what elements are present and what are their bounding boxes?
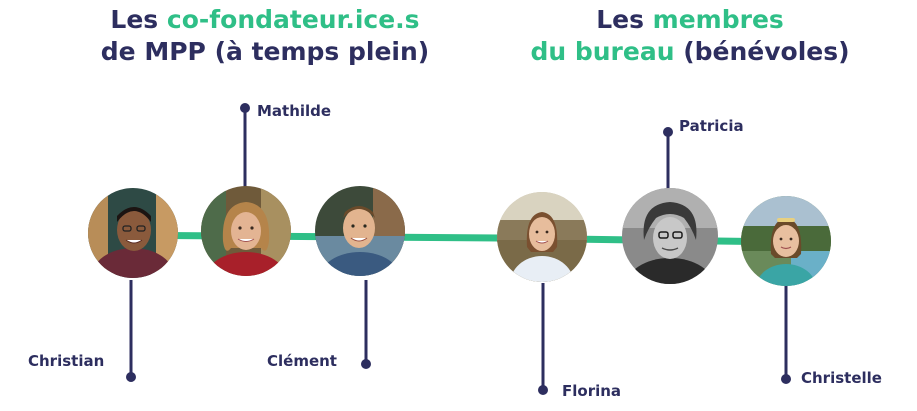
dot-christelle <box>781 374 791 384</box>
dot-mathilde <box>240 103 250 113</box>
avatar-florina <box>497 192 587 282</box>
cofounders-heading: Les co-fondateur.ice.s de MPP (à temps p… <box>80 4 450 68</box>
avatar-patricia <box>622 188 718 284</box>
cofounders-heading-prefix: Les <box>110 5 167 34</box>
dot-christian <box>126 372 136 382</box>
dot-patricia <box>663 127 673 137</box>
avatar-christian <box>88 188 178 278</box>
avatar-clement <box>315 186 405 276</box>
name-clement: Clément <box>267 352 337 370</box>
avatar-christelle <box>741 196 831 286</box>
board-heading-prefix: Les <box>596 5 653 34</box>
name-mathilde: Mathilde <box>257 102 332 120</box>
board-heading-accent2: du bureau <box>530 37 675 66</box>
cofounders-heading-accent: co-fondateur.ice.s <box>166 5 420 34</box>
name-florina: Florina <box>562 382 622 400</box>
board-members-heading: Les membres du bureau (bénévoles) <box>490 4 890 68</box>
cofounders-heading-line2: de MPP (à temps plein) <box>100 37 430 66</box>
board-heading-accent1: membres <box>652 5 784 34</box>
name-christelle: Christelle <box>801 369 882 387</box>
board-heading-suffix: (bénévoles) <box>674 37 850 66</box>
name-christian: Christian <box>28 352 105 370</box>
dot-florina <box>538 385 548 395</box>
dot-clement <box>361 359 371 369</box>
avatar-mathilde <box>201 186 291 276</box>
name-patricia: Patricia <box>679 117 744 135</box>
